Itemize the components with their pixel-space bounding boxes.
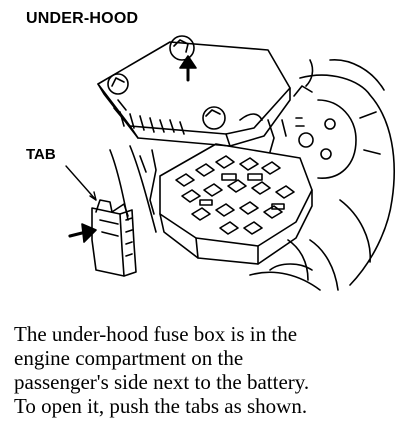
fuse-box-cover bbox=[97, 41, 291, 147]
cover-tab-markers bbox=[107, 35, 226, 130]
tab-leader-line bbox=[65, 165, 97, 201]
lift-arrow-icon bbox=[179, 55, 197, 82]
engine-compartment-outline bbox=[249, 59, 395, 291]
figure-heading: UNDER-HOOD bbox=[26, 10, 139, 27]
tab-detail-inset bbox=[91, 199, 137, 277]
engine-detail-lines bbox=[109, 59, 314, 221]
fuse-box-base bbox=[159, 143, 313, 265]
fuse-box-illustration bbox=[65, 35, 395, 291]
tab-callout-label: TAB bbox=[26, 146, 56, 163]
caption-line: The under-hood fuse box is in the bbox=[14, 322, 298, 346]
mounting-bracket bbox=[129, 145, 313, 281]
push-arrow-icon bbox=[68, 223, 97, 243]
caption-line: passenger's side next to the battery. bbox=[14, 370, 310, 394]
caption-line: To open it, push the tabs as shown. bbox=[14, 394, 308, 418]
caption-text: The under-hood fuse box is in the engine… bbox=[14, 322, 410, 418]
caption-line: engine compartment on the bbox=[14, 346, 244, 370]
